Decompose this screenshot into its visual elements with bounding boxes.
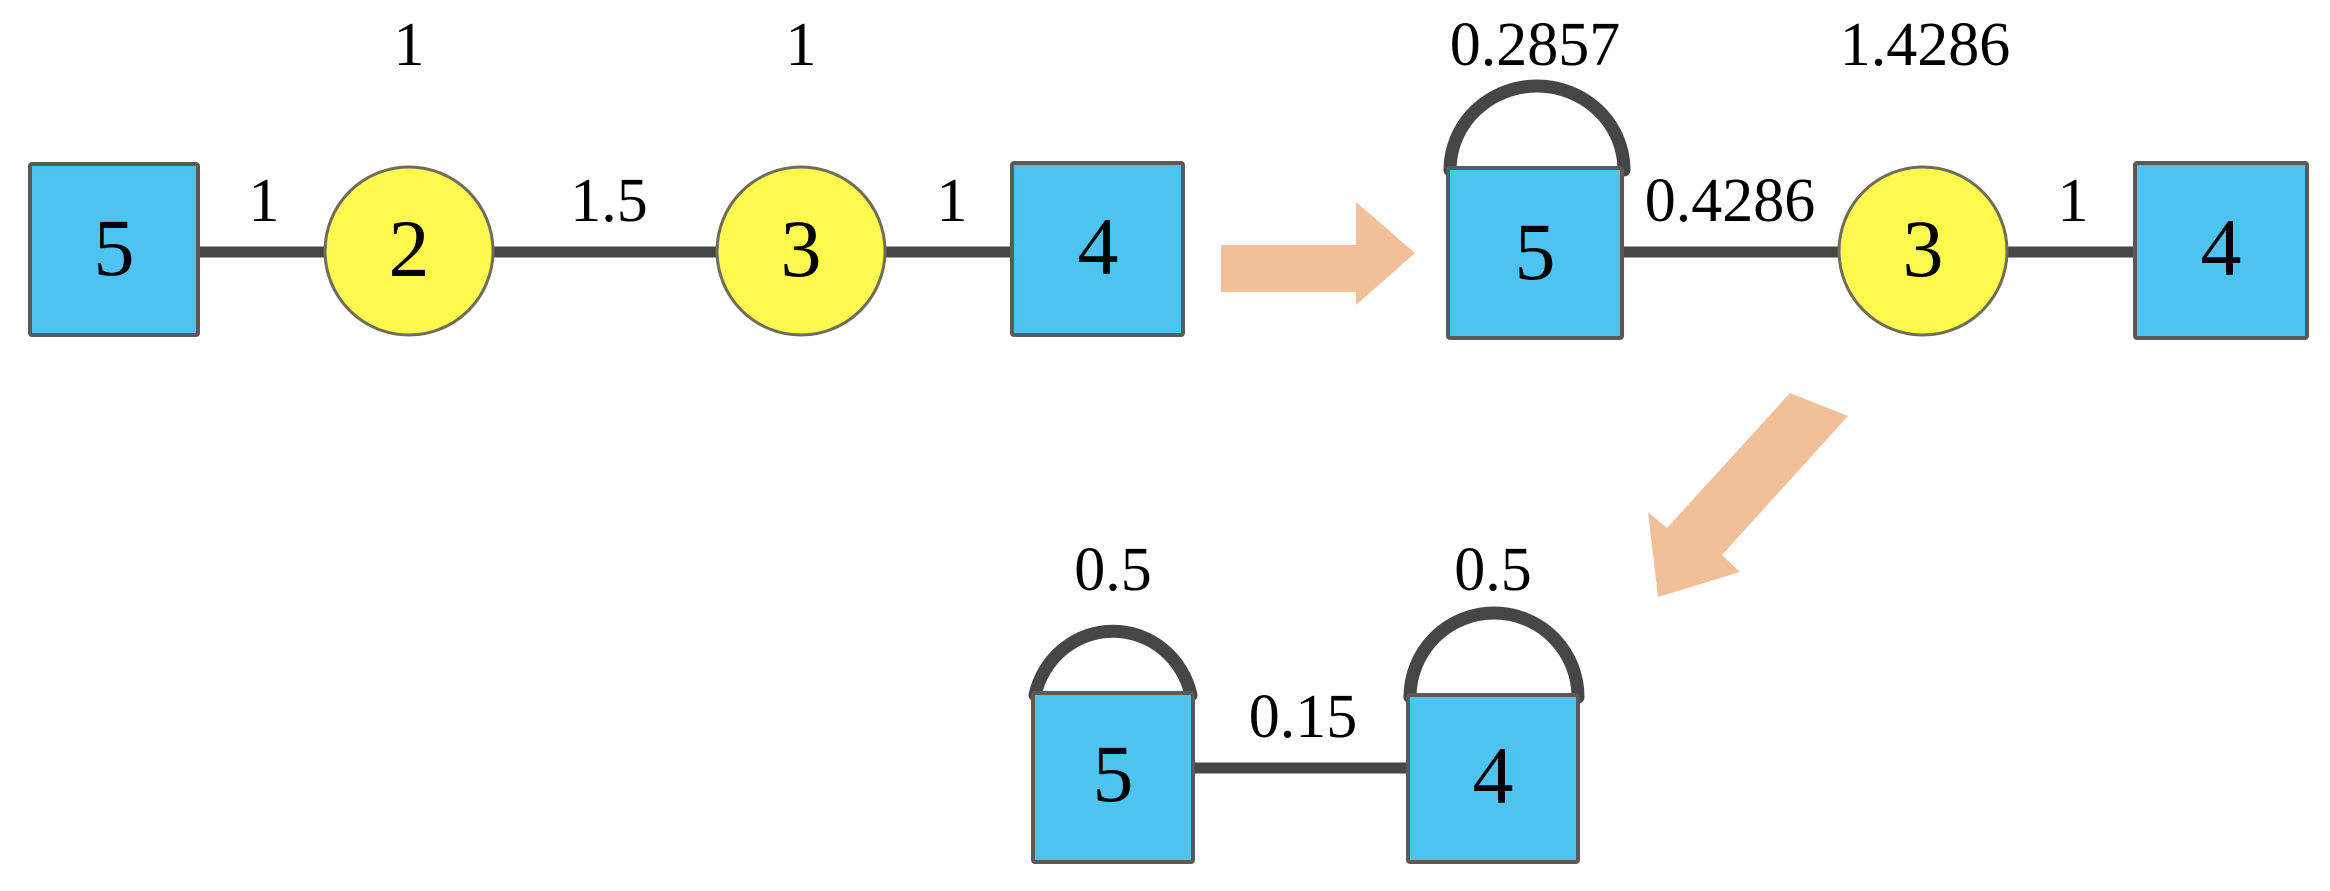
edge-weight-5-3-merged: 0.4286 [1645,167,1816,235]
node-label-4: 4 [1078,201,1119,292]
node-circle-2[interactable] [323,165,495,337]
node-circle-3[interactable] [715,165,887,337]
node-label-4-final: 4 [1473,730,1514,821]
node-label-3-merged: 3 [1903,203,1944,294]
node-label-5-final: 5 [1093,728,1134,819]
self-loop-weight-node-2: 1 [394,11,425,79]
node-square-5-final[interactable] [1031,691,1195,864]
node-label-3: 3 [781,203,822,294]
panel-initial: 5 2 3 4 1 1.5 1 1 1 [28,11,1185,337]
node-square-5-merged[interactable] [1446,166,1624,340]
self-loop-weight-node-5-final: 0.5 [1074,536,1152,604]
self-loop-weight-node-3-merged: 1.4286 [1840,11,2011,79]
node-square-4[interactable] [1010,161,1185,337]
self-loop-weight-node-5-merged: 0.2857 [1450,11,1621,79]
edge-weight-3-4-merged: 1 [2058,167,2089,235]
self-loop-node-5-merged [1443,79,1631,177]
transition-arrow-down-left-icon [1648,393,1848,597]
panel-merged-one: 5 3 4 0.4286 1 0.2857 1.4286 [1443,11,2309,340]
edge-weight-3-4: 1 [937,167,968,235]
edge-weight-2-3: 1.5 [570,167,648,235]
node-circle-3-merged[interactable] [1837,165,2009,337]
self-loop-node-4-final [1403,606,1585,704]
node-square-4-final[interactable] [1406,693,1580,864]
node-square-4-merged[interactable] [2133,161,2309,340]
node-label-5-merged: 5 [1515,206,1556,297]
node-label-5: 5 [94,202,135,293]
panel-merged-two: 5 4 0.15 0.5 0.5 [1028,536,1585,864]
self-loop-node-5-final [1028,624,1198,702]
transition-arrow-right-icon [1221,202,1415,305]
self-loop-weight-node-4-final: 0.5 [1454,536,1532,604]
edge-weight-5-4-final: 0.15 [1249,683,1358,751]
edge-weight-5-2: 1 [249,167,280,235]
node-square-5[interactable] [28,162,200,337]
node-label-4-merged: 4 [2201,202,2242,293]
self-loop-weight-node-3: 1 [786,11,817,79]
node-label-2: 2 [389,203,430,294]
